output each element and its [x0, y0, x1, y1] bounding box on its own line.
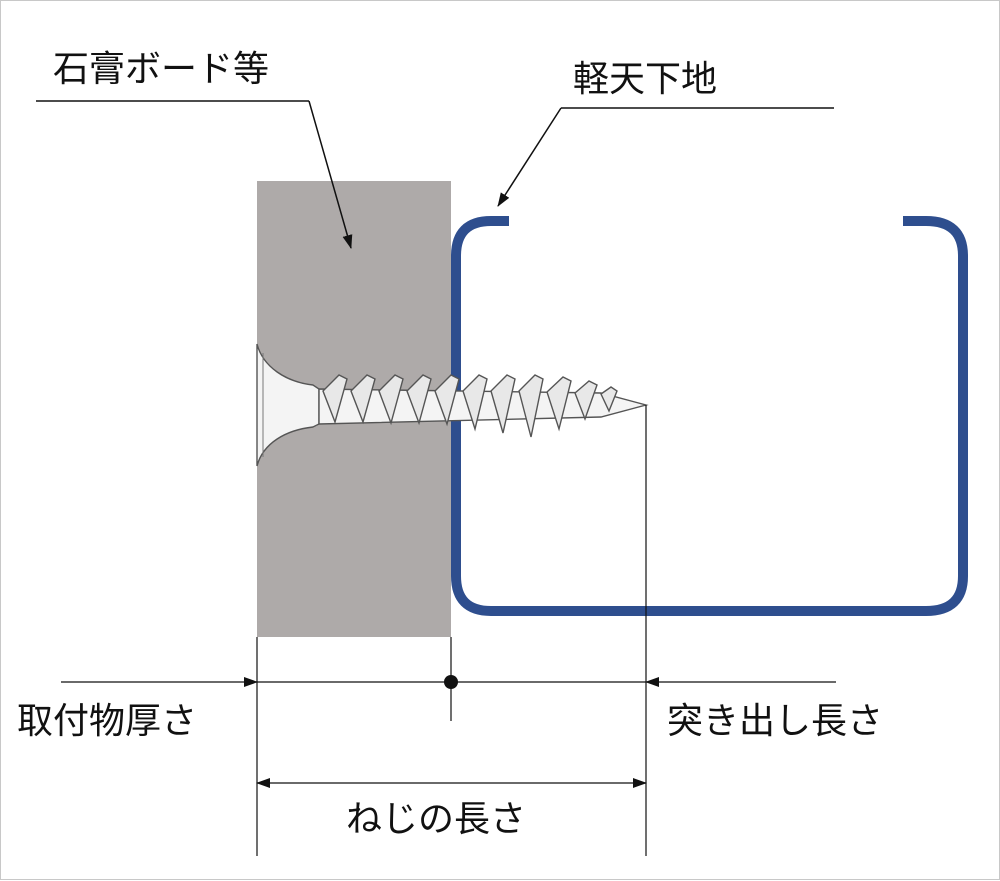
light-steel-stud — [451, 216, 968, 616]
protrusion-label: 突き出し長さ — [667, 701, 883, 742]
board-label: 石膏ボード等 — [53, 49, 269, 90]
screw-threads — [322, 374, 618, 438]
stud-leader — [497, 107, 562, 207]
screw-length-label: ねじの長さ — [346, 799, 526, 840]
dimension-junction-dot — [444, 675, 458, 689]
screw — [256, 343, 649, 467]
stud-label: 軽天下地 — [573, 59, 717, 100]
thickness-label: 取付物厚さ — [17, 701, 197, 742]
board-leader — [308, 100, 353, 249]
